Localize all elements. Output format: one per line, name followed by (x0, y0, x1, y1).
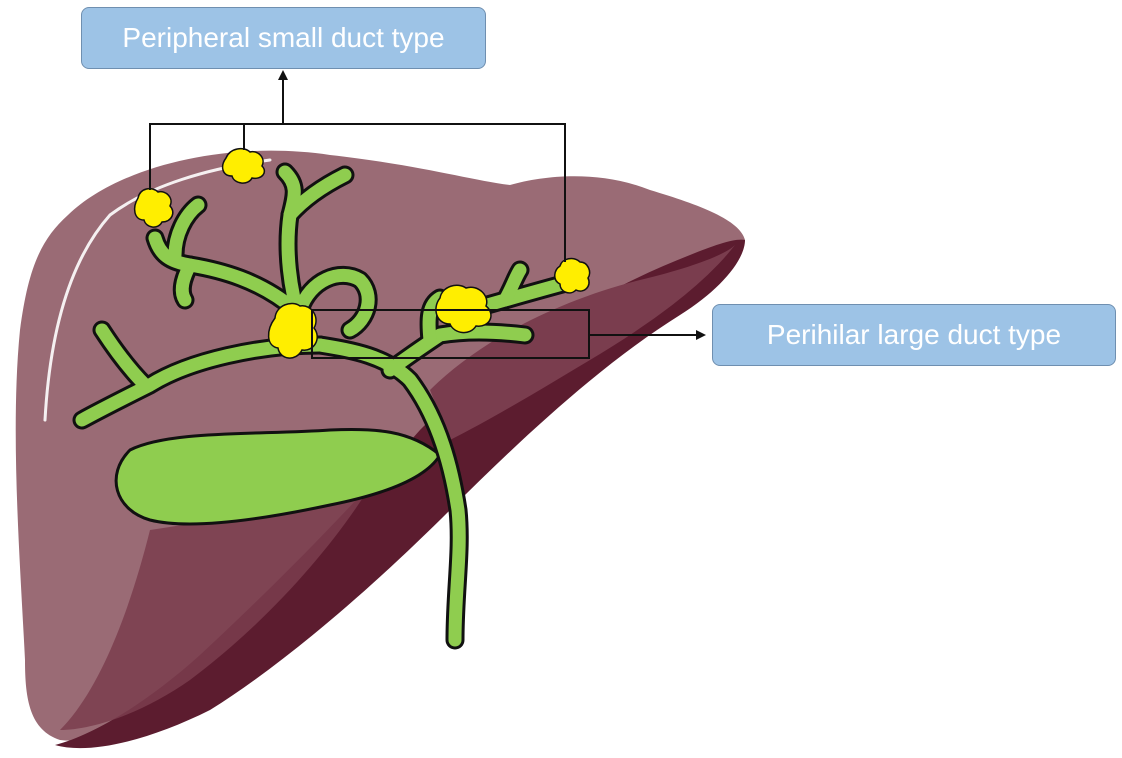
liver-highlight (43, 158, 272, 422)
label-peripheral-small-duct: Peripheral small duct type (81, 7, 486, 69)
tumor-right-large (435, 284, 492, 334)
tumor-top (221, 147, 266, 184)
tumor-upper-left (133, 187, 174, 228)
liver-lower-band (60, 470, 380, 730)
tumor-far-right (554, 257, 591, 294)
perihilar-indicator (311, 309, 706, 359)
label-perihilar-large-duct: Perihilar large duct type (712, 304, 1116, 366)
tumor-center (267, 302, 318, 359)
liver-lobe-fold (430, 245, 735, 440)
bile-duct-tree (72, 162, 580, 650)
peripheral-bracket (149, 70, 566, 262)
gallbladder (114, 427, 442, 526)
